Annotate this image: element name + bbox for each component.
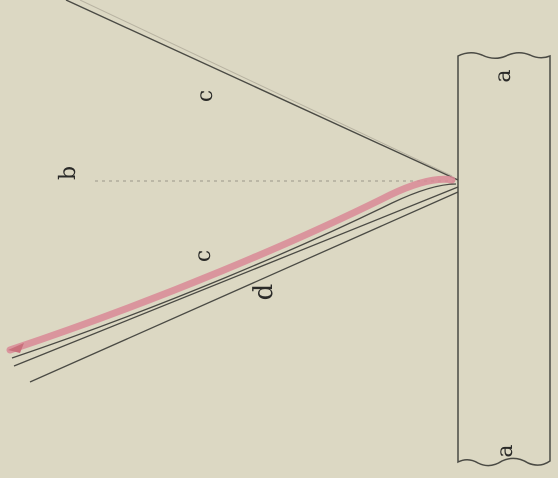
label-plate-top: a xyxy=(491,69,516,82)
label-plate-bottom: a xyxy=(493,444,518,457)
highlighted-ray-edge xyxy=(11,183,457,359)
upper-line xyxy=(65,0,459,181)
lower-line-inner xyxy=(13,186,459,367)
label-dotted-line: b xyxy=(56,166,81,180)
label-lower-line-inner: c xyxy=(191,250,216,262)
plate xyxy=(457,52,551,467)
lower-line-outer xyxy=(29,191,459,383)
highlighted-ray xyxy=(6,175,456,354)
upper-line-shade xyxy=(79,0,453,177)
label-lower-line-outer: d xyxy=(249,284,279,301)
label-upper-line: c xyxy=(193,90,218,102)
ray-arrowhead xyxy=(8,343,24,353)
